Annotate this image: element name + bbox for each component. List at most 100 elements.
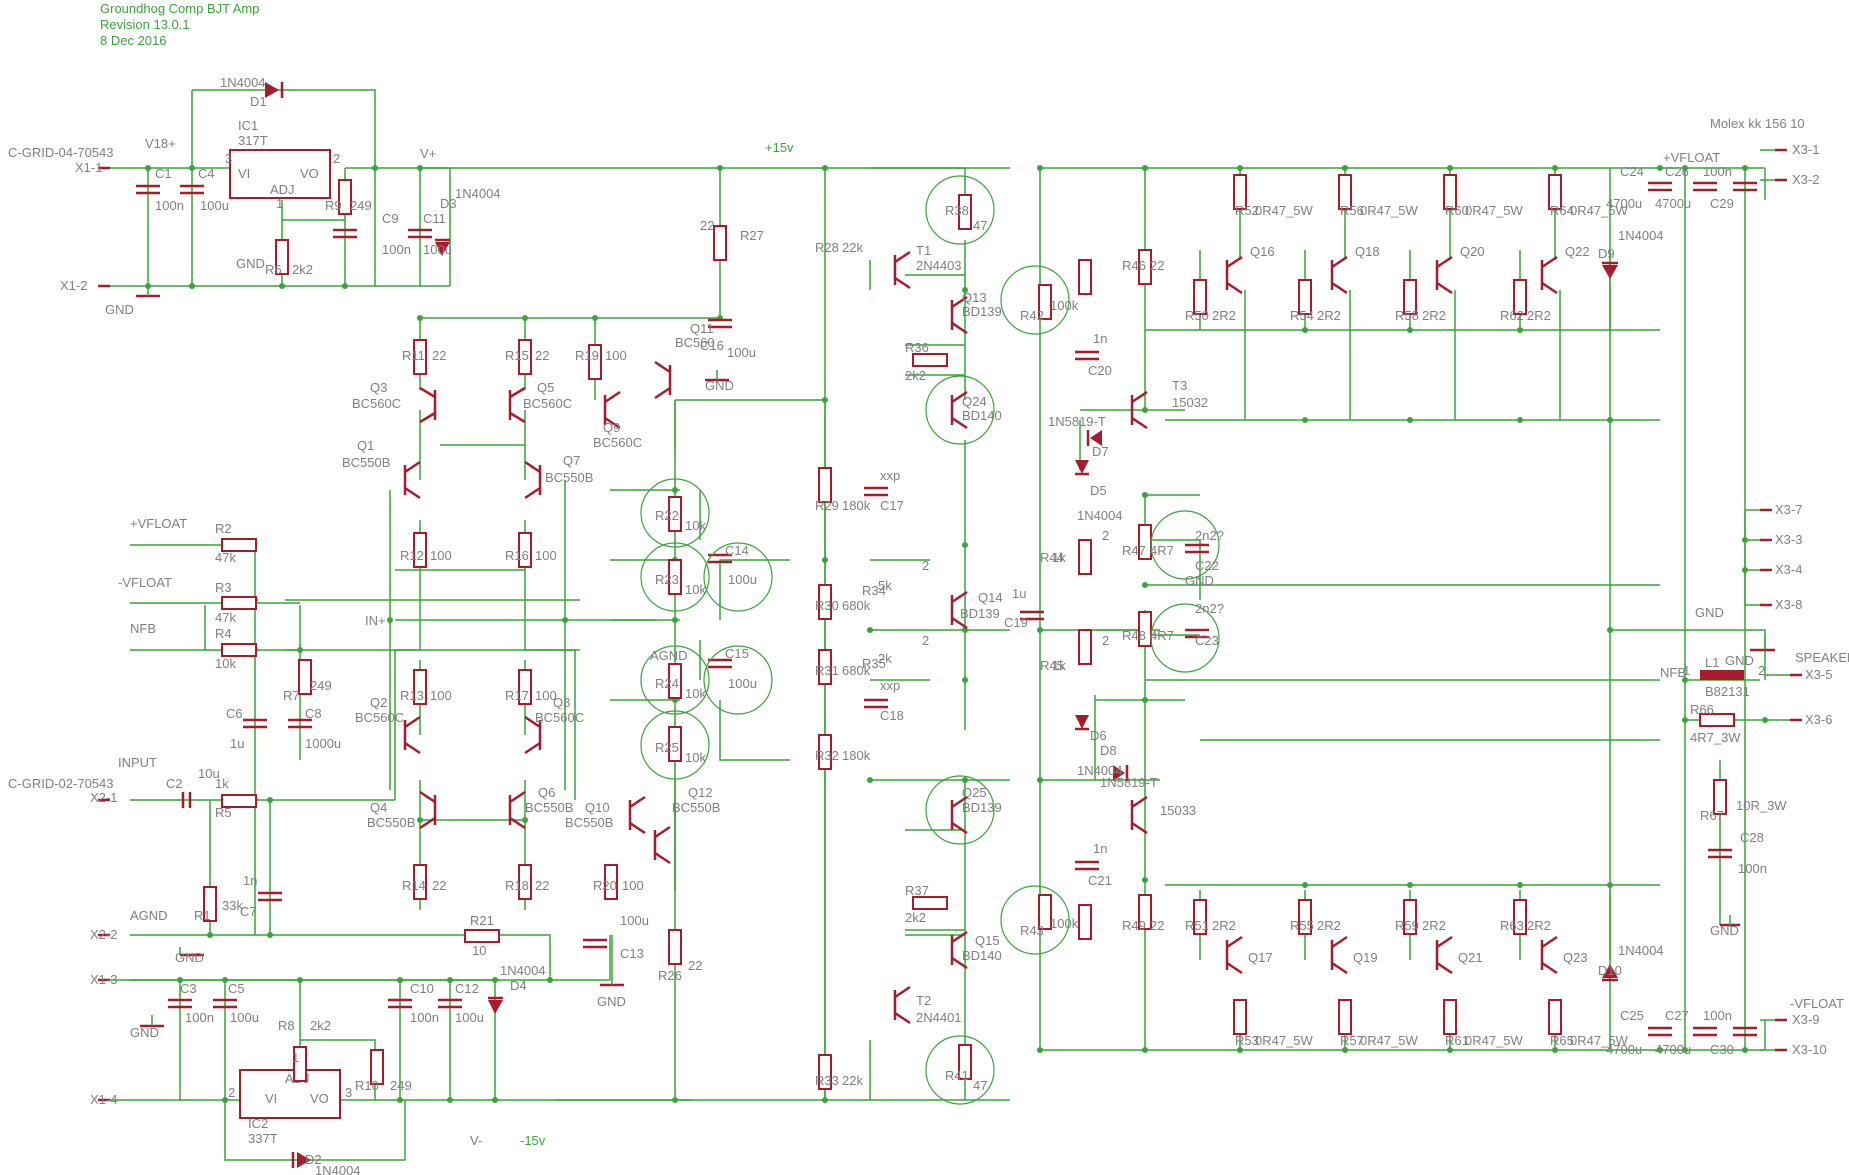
connector-x3-name: Molex kk 156 10 [1710,116,1805,131]
c6-label: C6 [226,706,243,721]
connector-x1-name: C-GRID-04-70543 [8,145,114,160]
r58-label: R58 [1395,308,1419,323]
q7-label: Q7 [563,453,580,468]
ic1-label: IC1 [238,118,258,133]
c22-value: 2n2? [1195,528,1224,543]
q12-label: Q12 [688,785,713,800]
pin-x3-5: X3-5 [1805,667,1832,682]
inductor-l1 [1700,670,1744,680]
r29-value: 180k [842,498,871,513]
r32-value: 180k [842,748,871,763]
diodes [265,82,1618,1168]
r62-label: R62 [1500,308,1524,323]
c10-value: 100n [410,1010,439,1025]
net-p15: +15v [765,140,794,155]
r45-pin2: 2 [1102,633,1109,648]
title-block: Groundhog Comp BJT Amp Revision 13.0.1 8… [100,1,259,48]
r31-value: 680k [842,663,871,678]
c11-value: 100u [423,242,452,257]
r46-value: 22 [1150,258,1164,273]
r54-label: R54 [1290,308,1314,323]
r23-label: R23 [655,572,679,587]
d10-label: D10 [1598,963,1622,978]
l1-value: B82131 [1705,684,1750,699]
q17-label: Q17 [1248,950,1273,965]
c1-label: C1 [155,166,172,181]
r3-value: 47k [215,610,236,625]
c17-label: C17 [880,498,904,513]
t2-value: 2N4401 [916,1010,962,1025]
r43-label: R43 [1020,923,1044,938]
net-vfloat-m-in: -VFLOAT [118,575,172,590]
ic1-pin2: 2 [333,151,340,166]
q25-label: Q25 [962,785,987,800]
c18-xxp: xxp [880,678,900,693]
c18-label: C18 [880,708,904,723]
ic1-pin1: 1 [276,196,283,211]
q15-label: Q15 [975,933,1000,948]
net-gnd-3: GND [175,950,204,965]
net-vfloat-p: +VFLOAT [1663,150,1720,165]
q9-value: BC560C [593,435,642,450]
q4-label: Q4 [370,800,387,815]
r48-label: R48 [1122,628,1146,643]
ic2-label: IC2 [248,1116,268,1131]
net-vfloat-m: -VFLOAT [1790,996,1844,1011]
q2-label: Q2 [370,695,387,710]
net-v18p: V18+ [145,136,176,151]
r17-label: R17 [505,688,529,703]
r51-value: 2R2 [1212,918,1236,933]
q21-label: Q21 [1458,950,1483,965]
c10-label: C10 [410,981,434,996]
l1-label: L1 [1705,655,1719,670]
c16-label: C16 [700,338,724,353]
net-vminus: V- [470,1133,482,1148]
r44-pin2: 2 [1102,528,1109,543]
ic1-value: 317T [238,133,268,148]
pin-x3-1: X3-1 [1792,142,1819,157]
resistor-bodies-h [221,353,1735,943]
net-nfb-in: NFB [130,621,156,636]
q3-value: BC560C [352,396,401,411]
r19-label: R19 [575,348,599,363]
r60-label: R60 [1445,203,1469,218]
net-gnd-5: GND [597,994,626,1009]
net-in-plus: IN+ [365,613,386,628]
r35-value: 2k [878,651,892,666]
r55-label: R55 [1290,918,1314,933]
c2-value: 10u [198,766,220,781]
resistor-bodies [203,174,1727,1090]
r8-label: R8 [278,1018,295,1033]
r12-label: R12 [400,548,424,563]
c30-value: 100n [1703,1008,1732,1023]
connector-labels: C-GRID-04-70543 X1-1 X1-2 X1-3 X1-4 C-GR… [8,116,1832,1107]
d7-label: D7 [1092,444,1109,459]
ic1-pin-vi: VI [238,166,250,181]
component-labels: 1N4004 D1 C1 100n C4 100u R9 249 R6 2k2 … [155,75,1787,1175]
c14-label: C14 [725,543,749,558]
c3-value: 100n [185,1010,214,1025]
c20-label: C20 [1088,363,1112,378]
d9-value: 1N4004 [1618,228,1664,243]
schematic-revision: Revision 13.0.1 [100,17,190,32]
q22-label: Q22 [1565,244,1590,259]
pin-x1-4: X1-4 [90,1092,117,1107]
d10-value: 1N4004 [1618,943,1664,958]
c7-label: C7 [240,904,257,919]
ic1-pin3: 3 [225,151,232,166]
r5-value: 1k [215,776,229,791]
r27-value: 22 [700,218,714,233]
r57-label: R57 [1340,1033,1364,1048]
r16-label: R16 [505,548,529,563]
c21-label: C21 [1088,873,1112,888]
net-agnd: AGND [130,908,168,923]
net-input: INPUT [118,755,157,770]
r36-value: 2k2 [905,368,926,383]
pin-x3-2: X3-2 [1792,172,1819,187]
r24-label: R24 [655,676,679,691]
capacitor-plates [136,181,1757,1037]
ic1-pin-vo: VO [300,166,319,181]
r20-label: R20 [593,878,617,893]
q5-value: BC560C [523,396,572,411]
r30-label: R30 [815,598,839,613]
